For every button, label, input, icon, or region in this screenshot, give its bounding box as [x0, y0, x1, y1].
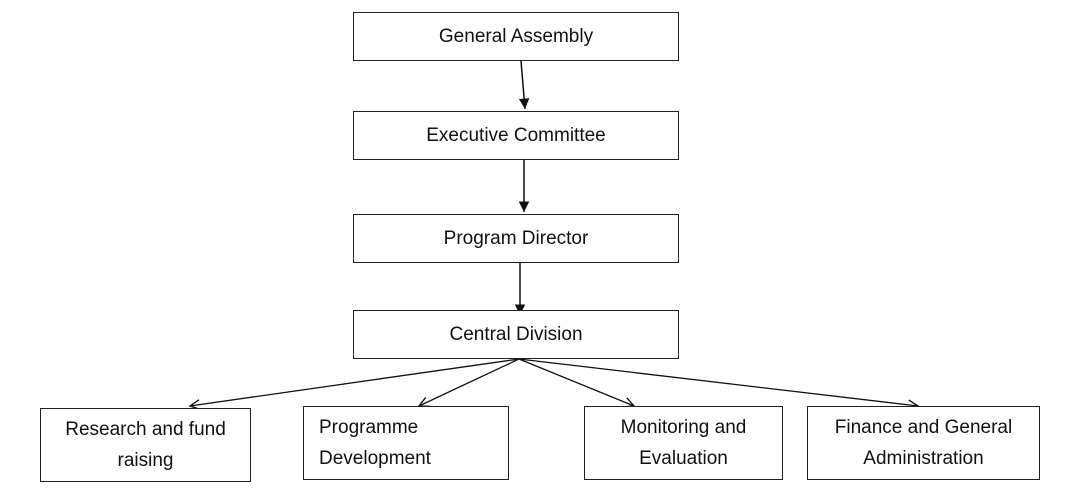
node-finance-and-general-administration: Finance and General Administration — [807, 406, 1040, 480]
node-research-label: Research and fund raising — [65, 419, 226, 471]
edge-general-assembly-to-executive-committee — [518, 60, 530, 110]
node-monitoring-label: Monitoring and Evaluation — [620, 417, 747, 469]
node-executive-committee: Executive Committee — [353, 111, 679, 160]
node-programme-development-label: Programme Development — [319, 417, 431, 469]
edge-central-division-to-programme-development — [419, 358, 520, 406]
edge-central-division-to-monitoring — [518, 358, 634, 406]
node-general-assembly: General Assembly — [353, 12, 679, 61]
node-central-division: Central Division — [353, 310, 679, 359]
node-programme-development: Programme Development — [303, 406, 509, 480]
node-central-division-label: Central Division — [449, 324, 583, 345]
edge-central-division-to-research — [190, 358, 520, 406]
edge-central-division-to-finance — [518, 358, 918, 406]
node-program-director: Program Director — [353, 214, 679, 263]
node-research-and-fund-raising: Research and fund raising — [40, 408, 251, 482]
node-program-director-label: Program Director — [443, 228, 589, 249]
node-executive-committee-label: Executive Committee — [426, 125, 606, 146]
node-general-assembly-label: General Assembly — [438, 26, 594, 47]
node-finance-label: Finance and General Administration — [834, 417, 1013, 469]
node-monitoring-and-evaluation: Monitoring and Evaluation — [584, 406, 783, 480]
